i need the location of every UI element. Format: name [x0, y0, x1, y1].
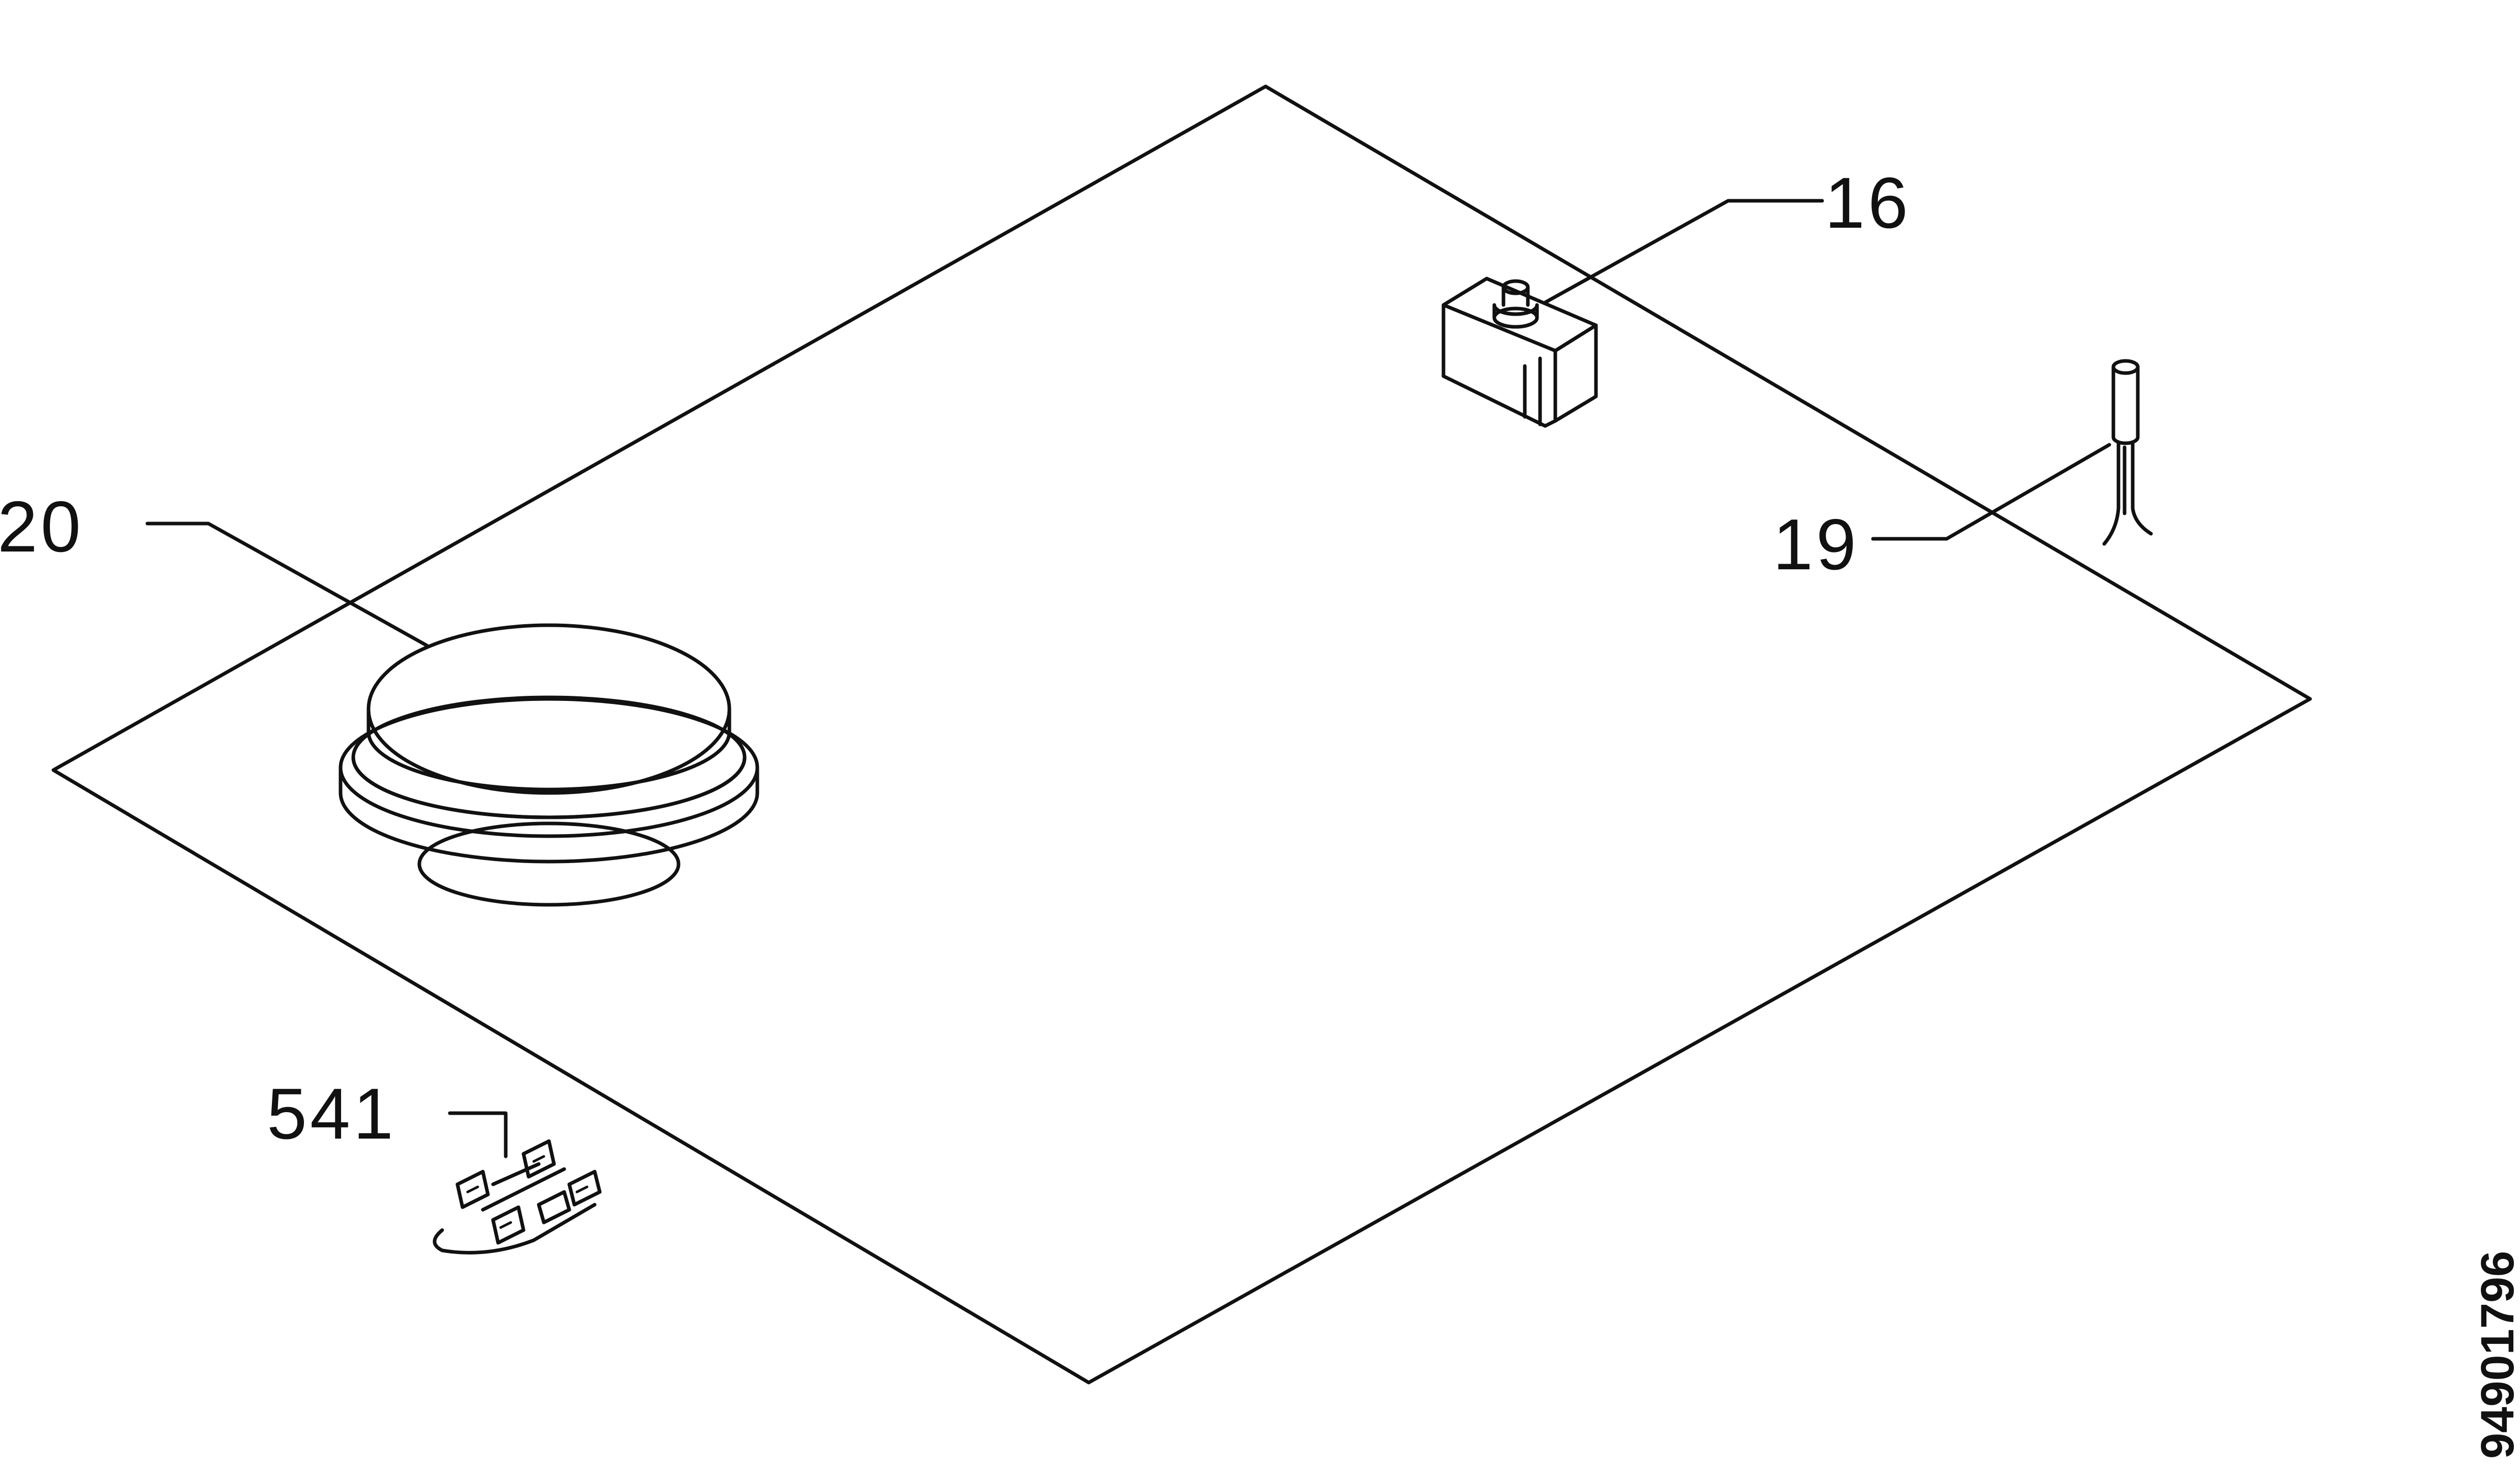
thermocouple-part[interactable] — [2102, 359, 2153, 546]
callout-label-541: 541 — [267, 1074, 396, 1154]
leader-line-16 — [1543, 199, 1824, 304]
hob-plate — [51, 84, 2312, 1385]
leader-line-19 — [1871, 443, 2111, 541]
burner-part[interactable] — [339, 623, 759, 907]
document-number: 94901796 — [2472, 1251, 2520, 1459]
leader-line-20 — [145, 522, 429, 648]
callout-label-20: 20 — [0, 486, 84, 567]
callout-labels: 20 16 19 541 — [0, 163, 1911, 1154]
connector-part[interactable] — [433, 1139, 602, 1254]
leader-lines — [145, 199, 2111, 1158]
leader-line-541 — [448, 1111, 508, 1158]
switch-part[interactable] — [1441, 277, 1598, 428]
callout-label-16: 16 — [1825, 163, 1911, 243]
callout-label-19: 19 — [1773, 504, 1859, 585]
